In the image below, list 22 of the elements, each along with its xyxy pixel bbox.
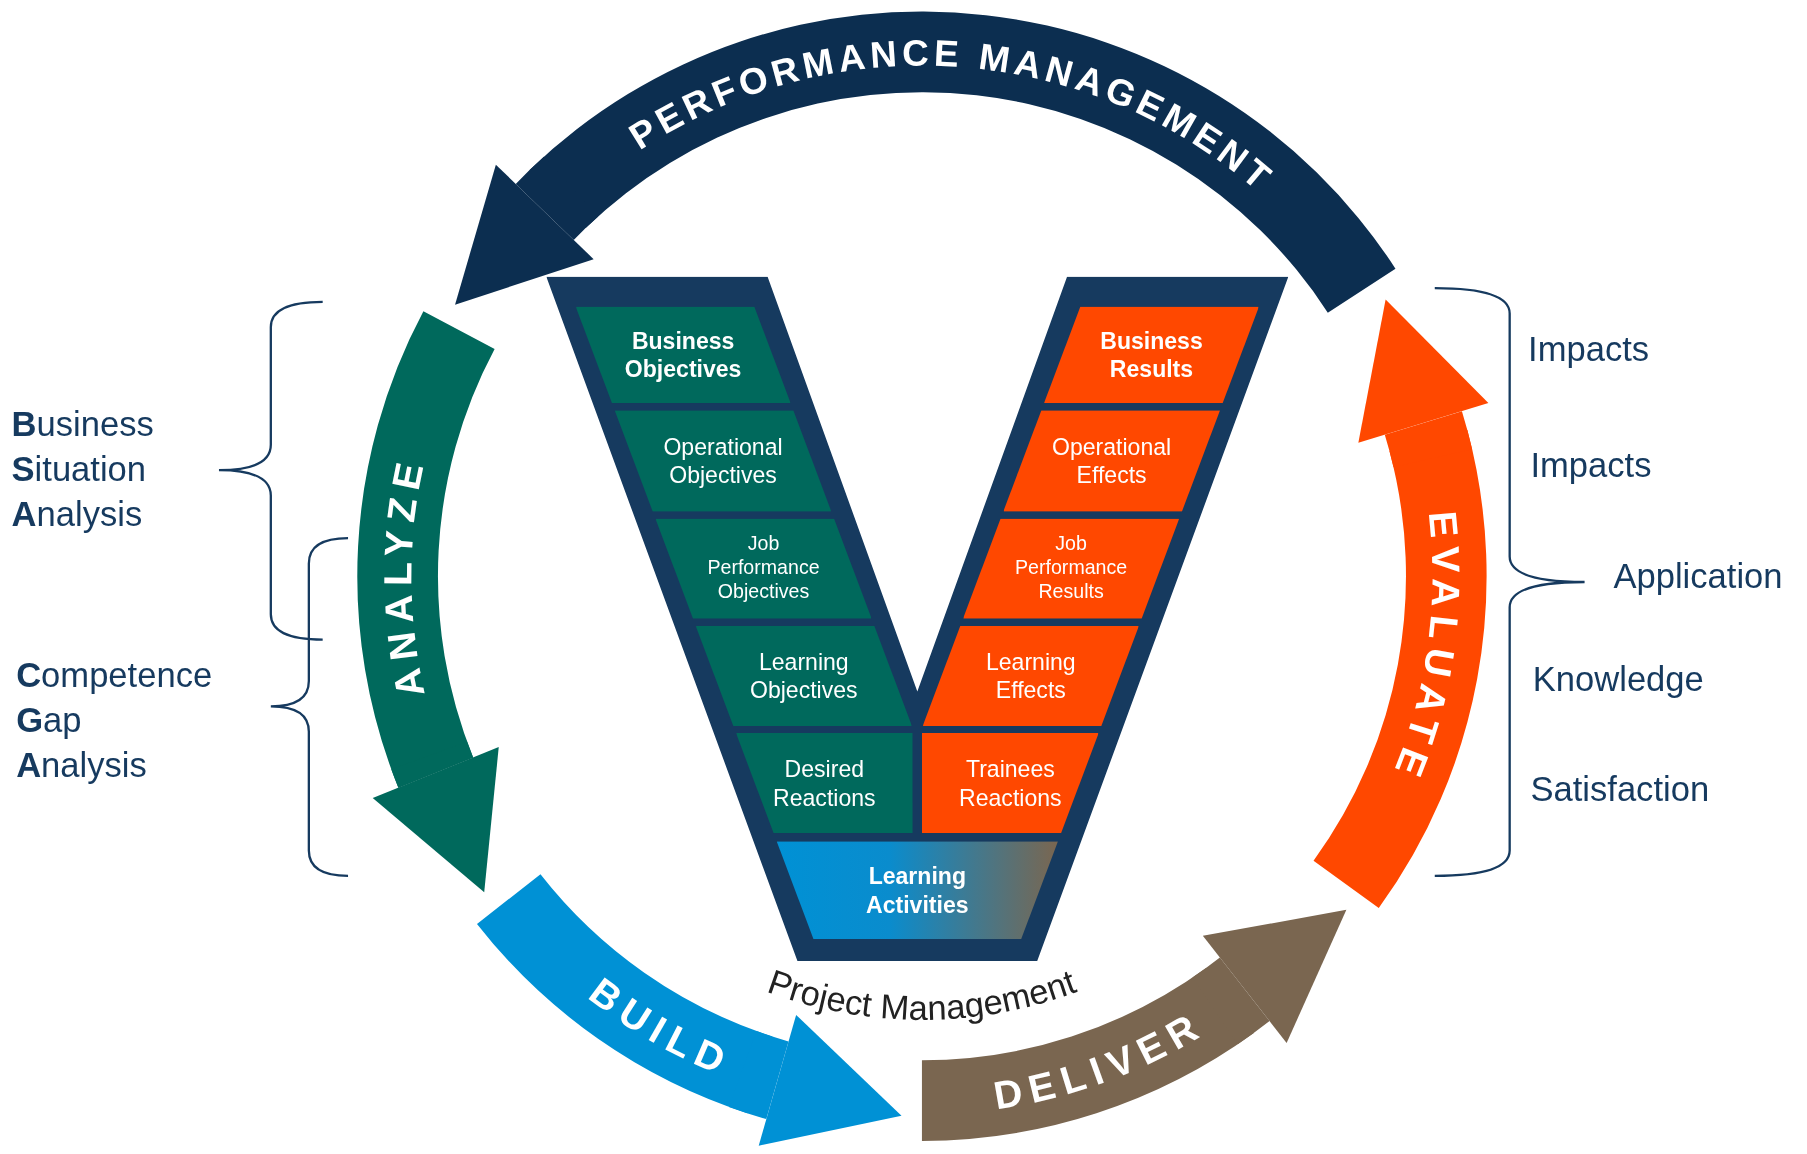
process-box: Desired Reactions bbox=[735, 732, 913, 834]
side-label: Impacts bbox=[1528, 328, 1650, 370]
process-box: Learning Activities bbox=[776, 841, 1058, 940]
process-box: Business Objectives bbox=[575, 306, 791, 404]
block-arrow bbox=[372, 741, 499, 893]
process-box: Job Performance Results bbox=[962, 518, 1180, 619]
process-box: Business Results bbox=[1044, 306, 1259, 404]
process-box: Operational Objectives bbox=[614, 410, 832, 512]
block-arrow bbox=[1192, 910, 1348, 1045]
bracket-label: Business Situation Analysis bbox=[11, 403, 154, 535]
process-box: Learning Objectives bbox=[695, 625, 912, 727]
block-arrow bbox=[1358, 299, 1489, 468]
process-box: Job Performance Objectives bbox=[655, 518, 872, 619]
side-label: Application bbox=[1613, 555, 1783, 597]
process-box: Trainees Reactions bbox=[921, 732, 1099, 834]
bracket-label: Competence Gap Analysis bbox=[16, 654, 213, 786]
process-box: Learning Effects bbox=[922, 625, 1139, 727]
block-arrow bbox=[454, 156, 599, 304]
process-box: Operational Effects bbox=[1003, 410, 1220, 512]
side-label: Impacts bbox=[1530, 445, 1652, 486]
side-label: Knowledge bbox=[1532, 659, 1704, 701]
side-label: Satisfaction bbox=[1530, 768, 1710, 810]
